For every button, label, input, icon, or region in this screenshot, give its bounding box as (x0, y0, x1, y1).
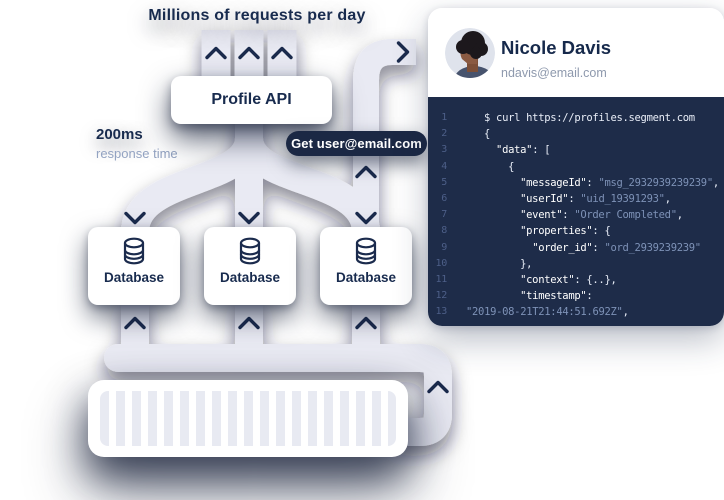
code-text: "event": "Order Completed", (520, 209, 683, 222)
line-number: 9 (441, 241, 447, 253)
code-text: "context": {..}, (520, 274, 617, 287)
user-name: Nicole Davis (501, 37, 612, 58)
code-text: "timestamp": (520, 290, 593, 303)
database-box: Database (320, 227, 412, 305)
chevron-down-icon (238, 211, 260, 225)
line-number: 10 (435, 257, 448, 269)
user-email: ndavis@email.com (501, 66, 607, 80)
database-icon (239, 237, 261, 265)
chevron-up-icon (355, 165, 377, 179)
database-icon (123, 237, 145, 265)
code-text: "2019-08-21T21:44:51.692Z", (466, 306, 629, 319)
line-number: 4 (441, 160, 447, 172)
line-number: 1 (441, 112, 447, 123)
avatar (445, 28, 495, 78)
code-text: }, (484, 257, 533, 270)
database-label: Database (103, 270, 165, 285)
code-line: 12 "timestamp": (432, 288, 720, 304)
line-number: 5 (441, 176, 447, 188)
code-text: "userId": "uid_19391293", (520, 193, 671, 206)
profile-card: Nicole Davis ndavis@email.com 1 $ curl ht… (428, 8, 724, 326)
chevron-up-icon (205, 46, 227, 60)
chevron-down-icon (355, 211, 377, 225)
code-line: 4 { (432, 159, 720, 175)
chevron-up-icon (427, 380, 449, 394)
headline: Millions of requests per day (148, 7, 366, 24)
line-number: 3 (441, 144, 447, 156)
line-number: 13 (435, 306, 448, 318)
chevron-up-icon (238, 316, 260, 330)
request-pill-label: Get user@email.com (291, 136, 422, 151)
line-number: 8 (441, 225, 447, 237)
code-line: 11 "context": {..}, (432, 272, 720, 288)
code-text: "messageId": "msg_2932939239239", (520, 176, 719, 189)
chevron-right-icon (396, 41, 410, 63)
data-stripes (100, 391, 396, 446)
chevron-up-icon (355, 316, 377, 330)
latency-value: 200ms (96, 126, 143, 143)
code-text: "order_id": "ord_2939239239" (532, 241, 701, 254)
chevron-up-icon (238, 46, 260, 60)
request-pill: Get user@email.com (286, 131, 427, 156)
code-line: 1 $ curl https://profiles.segment.com (432, 110, 720, 126)
code-text: $ curl https://profiles.segment.com (484, 112, 695, 124)
code-line: 2{ (432, 126, 720, 142)
code-text: { (484, 128, 491, 141)
database-label: Database (335, 270, 397, 285)
code-line: 3 "data": [ (432, 142, 720, 158)
code-line: 10 }, (432, 256, 720, 272)
profile-card-header: Nicole Davis ndavis@email.com (428, 8, 724, 97)
database-box: Database (88, 227, 180, 305)
database-icon (355, 237, 377, 265)
code-line: 13 "2019-08-21T21:44:51.692Z", (432, 304, 720, 320)
latency-note: 200ms response time (96, 126, 178, 161)
code-text: "properties": { (520, 225, 611, 238)
line-number: 7 (441, 209, 447, 221)
database-box: Database (204, 227, 296, 305)
code-text: "data": [ (496, 144, 551, 157)
profile-api-box: Profile API (171, 76, 332, 124)
code-line: 7 "event": "Order Completed", (432, 207, 720, 223)
code-line: 5 "messageId": "msg_2932939239239", (432, 175, 720, 191)
line-number: 12 (435, 290, 448, 302)
profile-api-label: Profile API (211, 91, 292, 108)
code-line: 8 "properties": { (432, 223, 720, 239)
database-label: Database (219, 270, 281, 285)
line-number: 6 (441, 193, 447, 205)
line-number: 11 (435, 274, 448, 286)
chevron-up-icon (271, 46, 293, 60)
connector-strips (104, 30, 452, 446)
raw-data-store (88, 380, 408, 457)
code-text: { (484, 160, 515, 173)
line-number: 2 (441, 128, 447, 140)
flow-arrows (124, 41, 449, 394)
code-line: 6 "userId": "uid_19391293", (432, 191, 720, 207)
chevron-down-icon (124, 211, 146, 225)
chevron-up-icon (124, 316, 146, 330)
code-line: 9 "order_id": "ord_2939239239" (432, 240, 720, 256)
latency-label: response time (96, 146, 178, 161)
